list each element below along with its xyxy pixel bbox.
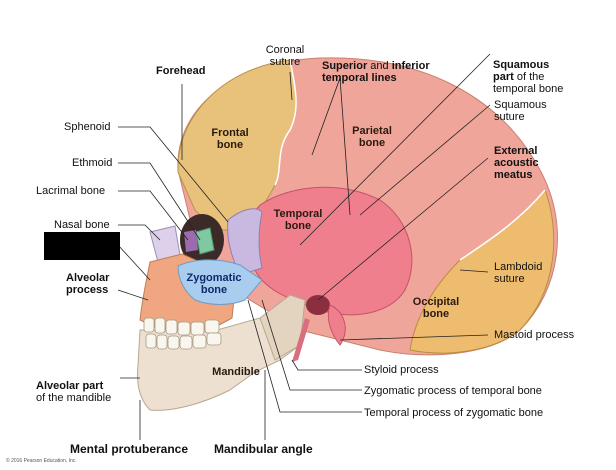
squamous-part-label-bold: Squamous part	[493, 59, 550, 83]
mandible-label: Mandible	[212, 366, 260, 378]
lambdoid-suture-label: Lambdoid suture	[494, 261, 543, 285]
parietal-bone-label: Parietal bone	[352, 125, 392, 149]
teeth	[143, 317, 222, 350]
squamous-suture-label: Squamous suture	[494, 99, 547, 123]
temporal-lines-label-b: and	[367, 60, 392, 72]
nasal-bone-label: Nasal bone	[54, 219, 110, 231]
lacrimal-bone	[184, 230, 198, 252]
squamous-part-label-rest: of the temporal bone	[493, 71, 564, 95]
forehead-label: Forehead	[156, 65, 206, 77]
temporal-bone-label: Temporal bone	[273, 208, 323, 232]
alveolar-part-label-b: of the mandible	[36, 392, 112, 404]
zygomatic-process-label: Zygomatic process of temporal bone	[364, 385, 542, 397]
external-acoustic-meatus-label: External acoustic meatus	[494, 145, 539, 181]
temporal-lines-label-c: inferior temporal lines	[322, 60, 430, 84]
mental-protuberance-label: Mental protuberance	[70, 442, 189, 456]
leader-lines	[117, 53, 491, 440]
lacrimal-bone-label: Lacrimal bone	[36, 185, 106, 197]
acoustic-meatus	[306, 295, 330, 315]
coronal-suture-label: Coronal suture	[265, 44, 305, 68]
redacted-label-box	[44, 232, 120, 260]
alveolar-process-label: Alveolar process	[66, 272, 110, 296]
lambdoid-suture-line	[459, 189, 546, 261]
mastoid-process	[327, 304, 346, 346]
temporal-lines-label-a: Superior	[322, 60, 368, 72]
sphenoid-bone	[227, 208, 263, 276]
alveolar-part-label-a: Alveolar part	[36, 380, 104, 392]
zygomatic-bone-label: Zygomatic bone	[186, 272, 242, 296]
temporal-lines-label: Superior and inferior temporal lines	[322, 48, 452, 84]
copyright-text: © 2016 Pearson Education, Inc.	[6, 458, 77, 464]
ethmoid-bone	[195, 227, 215, 255]
temporal-process-label: Temporal process of zygomatic bone	[364, 407, 544, 419]
mandible-ramus	[259, 294, 306, 361]
styloid-process	[292, 318, 310, 362]
coronal-suture-line	[274, 59, 297, 186]
occipital-bone-label: Occipital bone	[412, 296, 460, 320]
mastoid-process-label: Mastoid process	[494, 329, 575, 341]
zygomatic-bone	[177, 259, 263, 305]
squamous-part-label: Squamous part of the temporal bone	[493, 47, 603, 95]
ethmoid-label: Ethmoid	[72, 157, 113, 169]
mandibular-angle-label: Mandibular angle	[214, 442, 313, 456]
sphenoid-label: Sphenoid	[64, 121, 111, 133]
frontal-bone-label: Frontal bone	[211, 127, 249, 151]
styloid-process-label: Styloid process	[364, 364, 439, 376]
